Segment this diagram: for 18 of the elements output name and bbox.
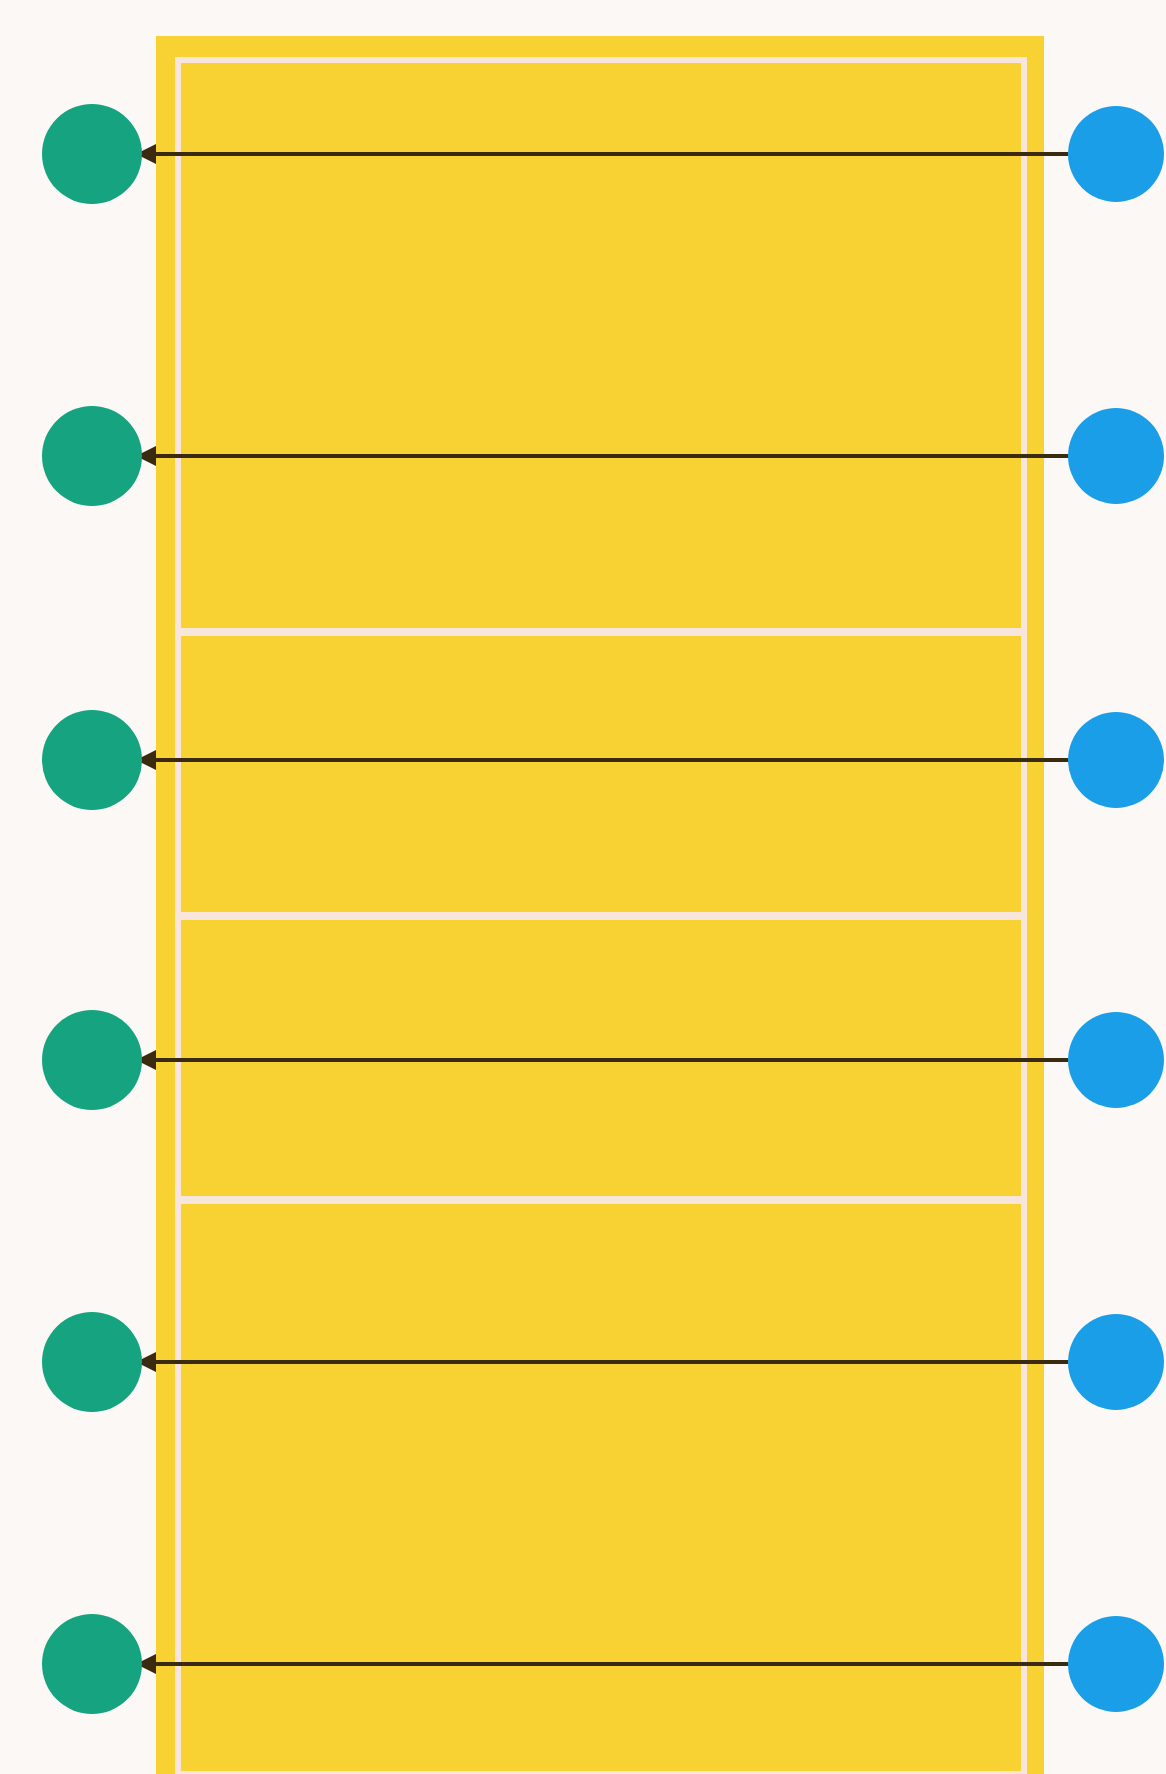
circle-node [42,104,142,204]
arrow [136,1050,1068,1070]
circle-node [42,1010,142,1110]
arrow [136,1654,1068,1674]
circle-node [1068,408,1164,504]
circle-node [42,406,142,506]
circle-node [1068,1314,1164,1410]
arrow [136,1352,1068,1372]
circle-node [1068,712,1164,808]
arrow [136,144,1068,164]
arrow [136,750,1068,770]
circle-node [1068,1012,1164,1108]
circle-node [1068,1616,1164,1712]
arrow [136,446,1068,466]
circle-node [42,1312,142,1412]
circle-node [42,1614,142,1714]
circle-node [1068,106,1164,202]
circle-node [42,710,142,810]
